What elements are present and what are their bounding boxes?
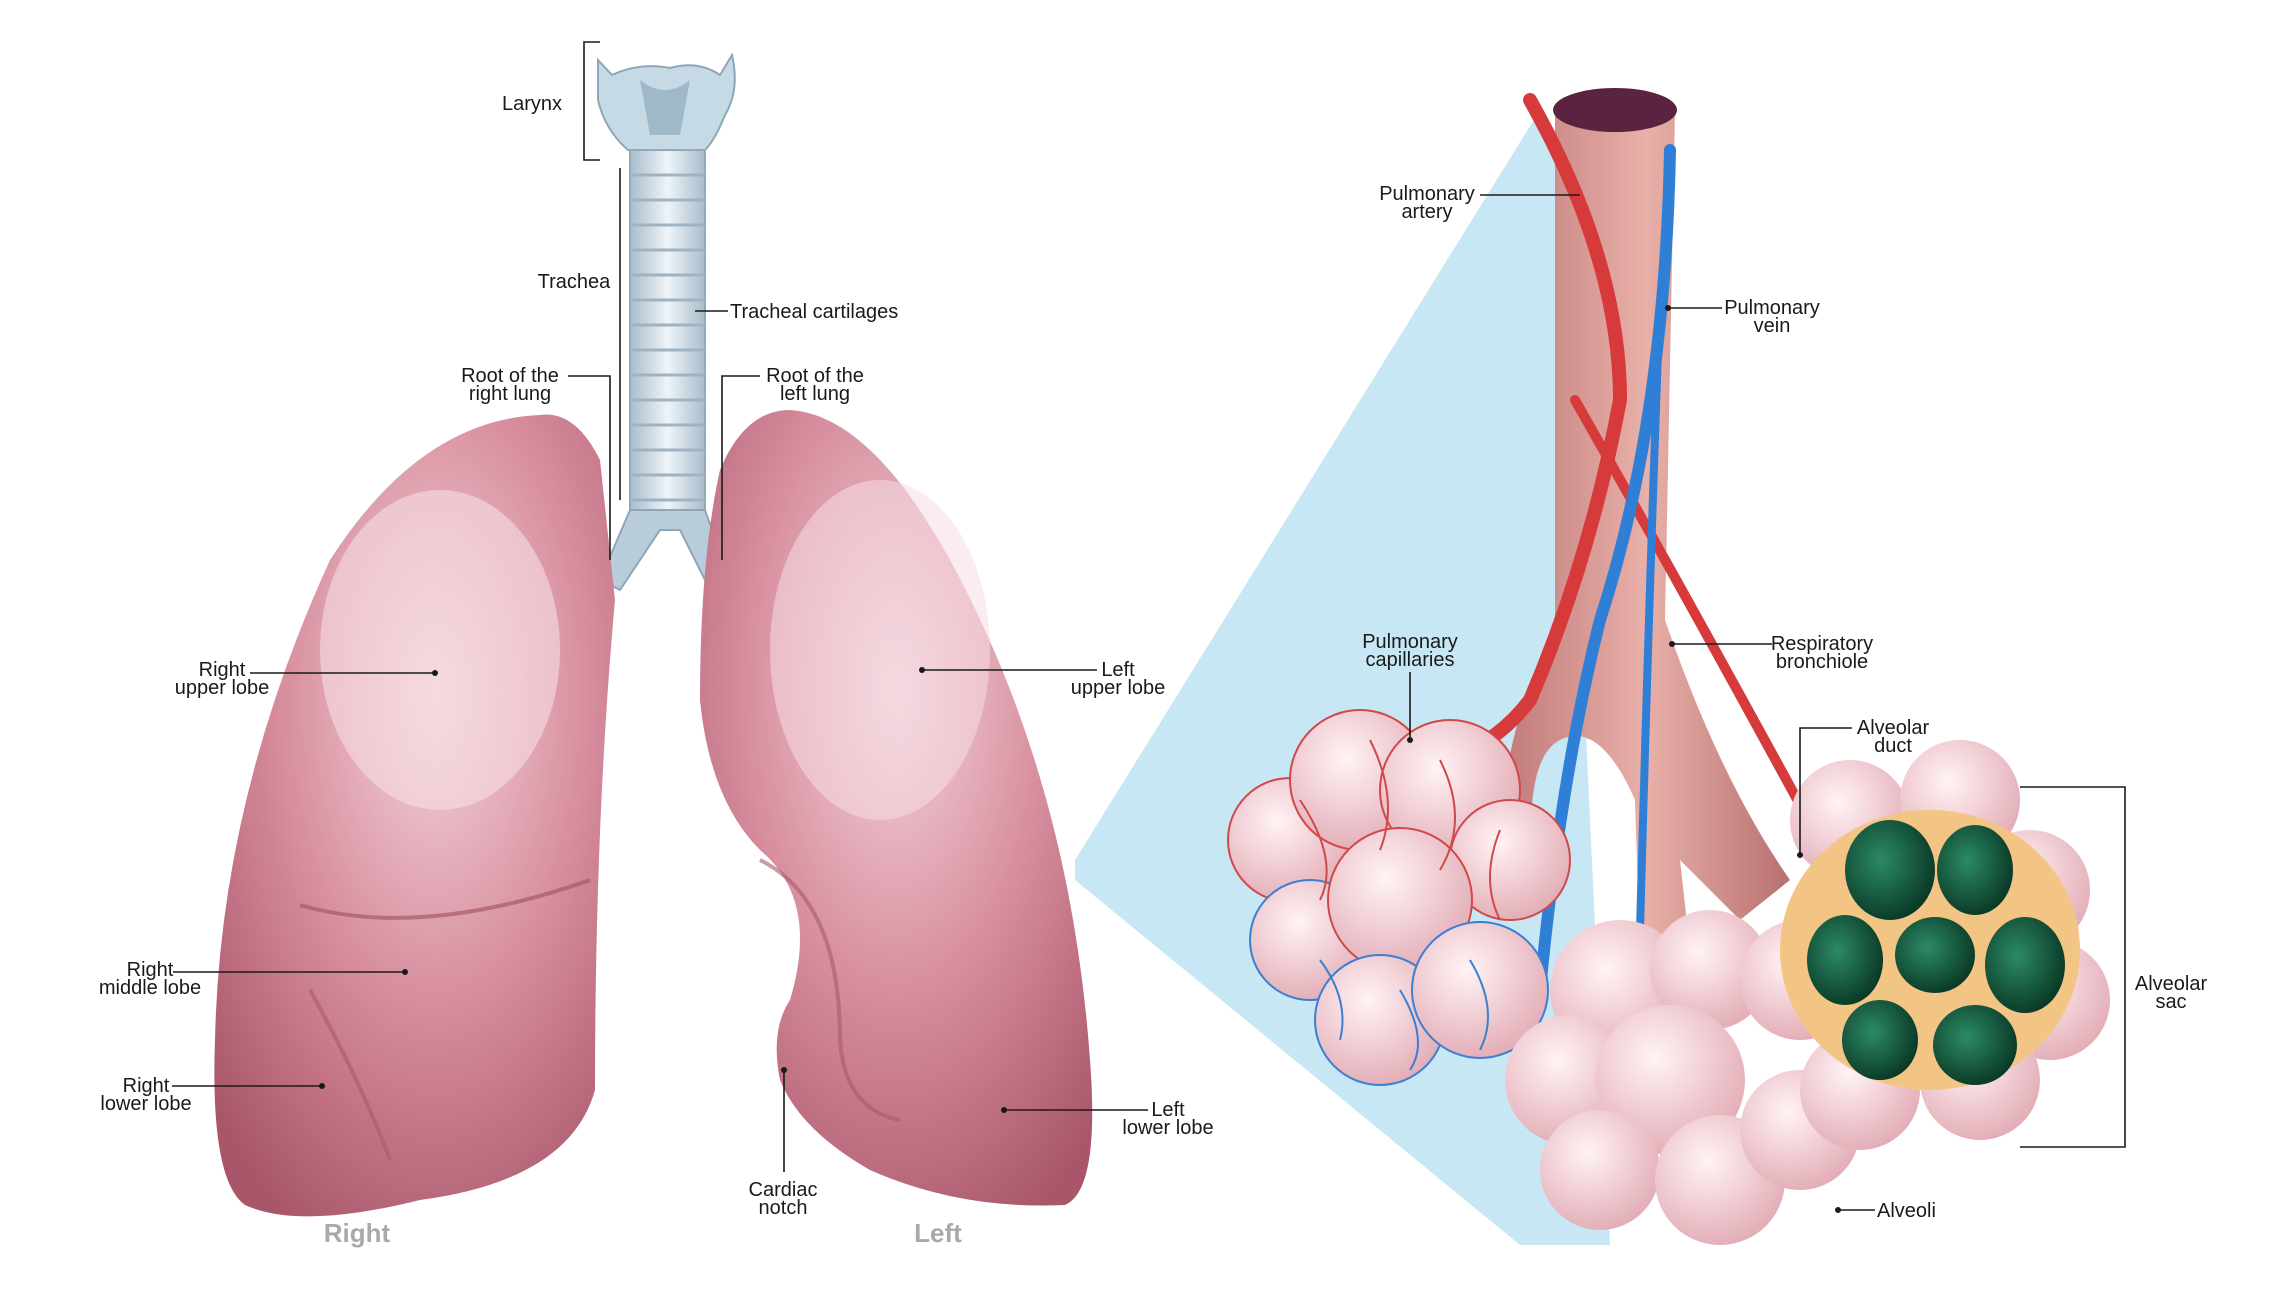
label-pulmonary-vein-line-1: Pulmonary [1724,297,1820,319]
label-pulmonary-artery-line-2: artery [1401,201,1452,223]
label-alveoli: Alveoli [1877,1200,1936,1222]
label-alveolar-sac-line-2: sac [2155,991,2186,1013]
label-side-right: Right [324,1218,391,1248]
label-left-lower-lobe-line-2: lower lobe [1122,1117,1213,1139]
alveolar-sac-cutaway [1740,740,2110,1150]
bronchiole-opening [1553,88,1677,132]
label-tracheal-cartilages: Tracheal cartilages [730,301,898,323]
label-alveolar-duct-line-1: Alveolar [1857,717,1930,739]
label-left-lower-lobe-line-1: Left [1151,1099,1185,1121]
label-tracheal-cartilages-line-1: Tracheal cartilages [730,301,898,323]
label-respiratory-bronchiole-line-1: Respiratory [1771,633,1873,655]
pulmonary-artery-vessel [1443,93,1628,767]
label-trachea-line-1: Trachea [538,271,612,293]
alveoli-cluster [1505,910,1860,1245]
label-left-upper-lobe-line-2: upper lobe [1071,677,1166,699]
capillary-cluster [1227,709,1571,1086]
label-pulmonary-artery-line-1: Pulmonary [1379,183,1475,205]
label-right-lower-lobe-line-2: lower lobe [100,1093,191,1115]
label-alveolar-duct-line-2: duct [1874,735,1912,757]
label-right-middle-lobe-line-1: Right [127,959,174,981]
label-pulmonary-capillaries-line-2: capillaries [1366,649,1455,671]
label-left-upper-lobe-line-1: Left [1101,659,1135,681]
label-larynx-line-1: Larynx [502,93,562,115]
trachea-shape [629,149,706,521]
label-root-left-lung-line-1: Root of the [766,365,864,387]
tracheal-rings [630,173,705,502]
label-root-right-lung-line-2: right lung [469,383,551,405]
label-alveolar-sac-line-1: Alveolar [2135,973,2208,995]
label-right-lower-lobe-line-1: Right [123,1075,170,1097]
label-cardiac-notch-line-1: Cardiac [749,1179,818,1201]
leader-lines [172,41,2126,1213]
label-respiratory-bronchiole-line-2: bronchiole [1776,651,1868,673]
label-cardiac-notch-line-2: notch [759,1197,808,1219]
label-right-upper-lobe-line-1: Right [199,659,246,681]
label-alveoli-line-1: Alveoli [1877,1200,1936,1222]
label-larynx: Larynx [502,93,562,115]
label-root-right-lung-line-1: Root of the [461,365,559,387]
label-side-left: Left [914,1218,962,1248]
label-pulmonary-capillaries-line-1: Pulmonary [1362,631,1458,653]
label-trachea: Trachea [538,271,612,293]
label-root-left-lung-line-2: left lung [780,383,850,405]
label-right-upper-lobe-line-2: upper lobe [175,677,270,699]
label-right-middle-lobe-line-2: middle lobe [99,977,201,999]
label-pulmonary-vein-line-2: vein [1754,315,1791,337]
